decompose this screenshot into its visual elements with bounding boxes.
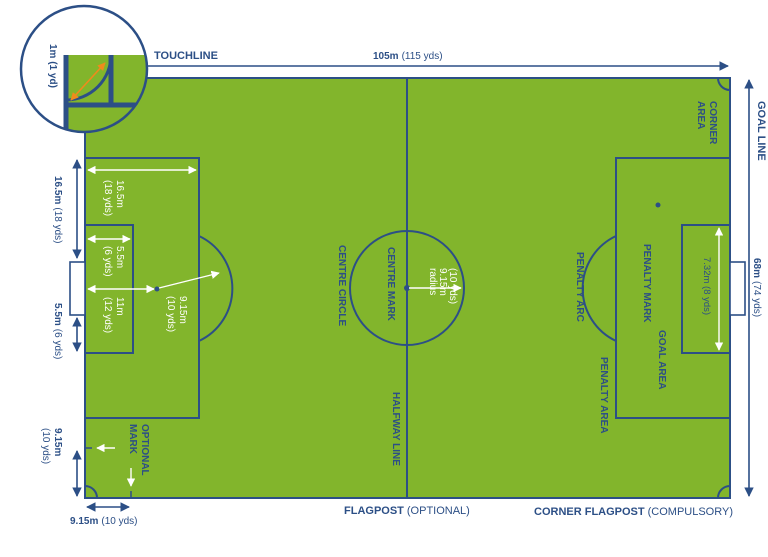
arc-radius-label: 9.15m(10 yds)	[165, 296, 188, 332]
centre-mark	[404, 285, 410, 291]
penalty-arc-label: PENALTY ARC	[574, 252, 585, 322]
ga-depth-label: 5.5m(6 yds)	[102, 246, 125, 277]
bottom-corner-dim-label: 9.15m(10 yds)	[70, 516, 137, 527]
centre-mark-label: CENTRE MARK	[385, 247, 396, 322]
goal-width-label: 7.32m (8 yds)	[701, 257, 712, 315]
left-goal	[69, 261, 86, 316]
penalty-mark-label: PENALTY MARK	[641, 244, 652, 323]
width-label: 68m(74 yds)	[751, 258, 762, 317]
corner-area-label: CORNERAREA	[695, 101, 718, 145]
halfway-line-label: HALFWAY LINE	[390, 392, 401, 466]
left-penalty-mark	[154, 286, 160, 292]
right-penalty-mark	[655, 202, 661, 208]
pm-dist-label: 11m(12 yds)	[102, 297, 125, 333]
corner-radius-label: 1m (1 yd)	[47, 44, 58, 88]
arrow-arc-radius	[158, 270, 220, 289]
left-penalty-arc	[198, 235, 234, 342]
corner-arc-top-right	[717, 77, 731, 91]
goal-area-label: GOAL AREA	[656, 330, 667, 389]
goal-line-label: GOAL LINE	[755, 101, 767, 161]
left-corner-dim-label: 9.15m(10 yds)	[40, 428, 63, 464]
corner-arc-bottom-left	[84, 485, 98, 499]
pa-depth-label: 16.5m(18 yds)	[102, 180, 125, 216]
right-penalty-arc	[581, 235, 617, 342]
right-goal	[729, 261, 746, 316]
length-label: 105m(115 yds)	[373, 51, 443, 62]
centre-circle	[349, 230, 465, 346]
optional-mark-label: OPTIONALMARK	[127, 424, 150, 476]
flagpost-label: FLAGPOST(OPTIONAL)	[344, 505, 470, 517]
centre-radius-label: radius9.15m(10 yds)	[427, 268, 458, 304]
corner-flagpost-label: CORNER FLAGPOST(COMPULSORY)	[534, 506, 733, 518]
centre-circle-label: CENTRE CIRCLE	[336, 245, 347, 326]
corner-arc-bottom-right	[717, 485, 731, 499]
touchline-label: TOUCHLINE	[154, 50, 218, 62]
left-ga-dim-label: 5.5m(6 yds)	[52, 303, 63, 359]
penalty-area-label: PENALTY AREA	[598, 357, 609, 434]
left-pa-dim-label: 16.5m(18 yds)	[52, 176, 63, 243]
